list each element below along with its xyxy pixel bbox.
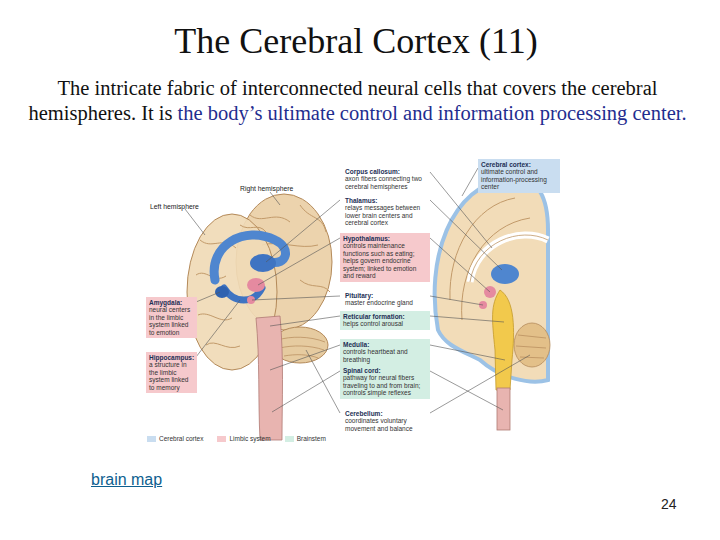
part-description: neural centers in the limbic system link… (149, 306, 194, 336)
illustration-part (270, 345, 340, 370)
part-description: relays messages between lower brain cent… (345, 204, 425, 226)
legend-item: Cerebral cortex (147, 435, 203, 442)
page-number: 24 (661, 496, 677, 512)
part-name: Spinal cord: (343, 367, 427, 374)
legend-text: Limbic system (229, 435, 270, 442)
illustration-part (278, 337, 325, 358)
subtitle-highlight: the body’s ultimate control and informat… (178, 102, 687, 124)
part-name: Amygdala: (149, 299, 194, 306)
illustration-part (252, 296, 340, 300)
callout-box: Hypothalamus:controls maintenance functi… (340, 233, 430, 282)
callout-box: Corpus callosum:axon fibers connecting t… (342, 166, 428, 192)
slide-title: The Cerebral Cortex (11) (0, 20, 712, 62)
part-description: master endocrine gland (345, 299, 425, 306)
part-name: Medulla: (343, 341, 427, 348)
illustration-part (491, 264, 519, 284)
subtitle-block: The intricate fabric of interconnected n… (25, 76, 690, 126)
illustration-part (266, 200, 340, 262)
illustration-part (270, 316, 340, 326)
illustration-part (430, 345, 505, 360)
part-name: Cerebellum: (345, 410, 425, 417)
illustration-part (430, 200, 502, 270)
illustration-part (497, 388, 510, 430)
legend-text: Brainstem (297, 435, 326, 442)
part-label: Left hemisphere (150, 203, 199, 210)
illustration-part (258, 238, 340, 285)
illustration-part (306, 350, 340, 413)
callout-box: Amygdala:neural centers in the limbic sy… (146, 297, 197, 338)
illustration-part (196, 300, 240, 357)
illustration-part (462, 168, 478, 196)
illustration-part (247, 278, 265, 292)
illustration-part (256, 316, 283, 440)
part-name: Reticular formation: (343, 313, 427, 320)
legend-item: Brainstem (285, 435, 326, 442)
callout-box: Medulla:controls heartbeat and breathing (340, 339, 430, 365)
callout-box: Reticular formation:helps control arousa… (340, 311, 430, 330)
illustration-part (270, 192, 280, 205)
callout-box: Spinal cord:pathway for neural fibers tr… (340, 365, 430, 399)
part-description: ultimate control and information-process… (481, 168, 557, 190)
legend-swatch (285, 436, 294, 442)
illustration-part (215, 286, 229, 298)
leader-lines (185, 168, 530, 413)
legend-text: Cerebral cortex (159, 435, 203, 442)
legend-item: Limbic system (217, 435, 270, 442)
part-description: pathway for neural fibers traveling to a… (343, 374, 427, 396)
illustration-part (214, 235, 285, 280)
part-name: Hypothalamus: (343, 235, 427, 242)
part-name: Pituitary: (345, 292, 425, 299)
illustration-part (430, 238, 490, 292)
illustration-part (516, 335, 546, 358)
callout-box: Pituitary:master endocrine gland (342, 290, 428, 309)
part-description: axon fibers connecting two cerebral hemi… (345, 175, 425, 190)
part-description: controls maintenance functions such as e… (343, 242, 427, 279)
part-name: Thalamus: (345, 197, 425, 204)
legend-swatch (147, 436, 156, 442)
illustration-part (514, 323, 550, 367)
illustration-part (430, 296, 483, 305)
part-name: Corpus callosum: (345, 168, 425, 175)
part-description: coordinates voluntary movement and balan… (345, 417, 425, 432)
sagittal-brain-drawing (435, 178, 550, 430)
callout-box: Cerebral cortex:ultimate control and inf… (478, 159, 560, 193)
part-description: a structure in the limbic system linked … (149, 361, 194, 391)
callout-box: Hippocampus:a structure in the limbic sy… (146, 352, 197, 393)
link-text: brain map (91, 471, 162, 489)
part-description: controls heartbeat and breathing (343, 348, 427, 363)
part-description: helps control arousal (343, 320, 427, 327)
part-name: Cerebral cortex: (481, 161, 557, 168)
legend-swatch (217, 436, 226, 442)
part-name: Hippocampus: (149, 354, 194, 361)
legend: Cerebral cortex Limbic system Brainstem (147, 435, 326, 442)
illustration-part (272, 371, 340, 412)
illustration-part (196, 292, 220, 302)
callout-box: Thalamus:relays messages between lower b… (342, 195, 428, 229)
illustration-part (430, 355, 530, 413)
callout-box: Cerebellum:coordinates voluntary movemen… (342, 408, 428, 434)
part-label: Right hemisphere (240, 185, 293, 192)
illustration-part (185, 209, 205, 235)
left-brain-drawing (187, 194, 332, 440)
illustration-part (430, 316, 504, 322)
